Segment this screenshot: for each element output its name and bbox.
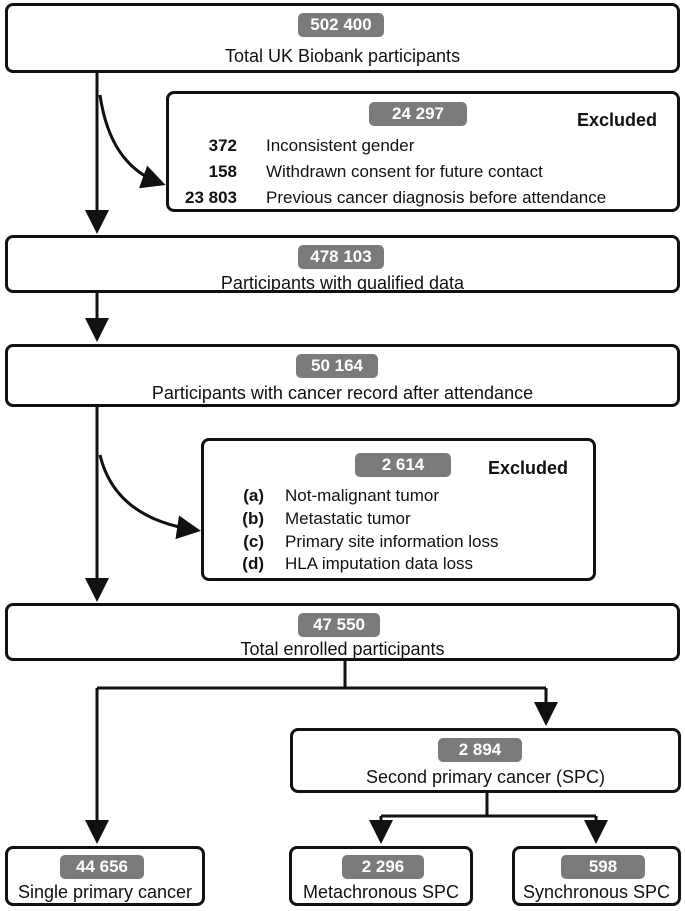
arrow-to-excluded1 [98,94,166,189]
cancer-record-label: Participants with cancer record after at… [151,383,534,403]
excluded1-row-count: 158 [208,162,237,181]
synchronous-count-badge: 598 [561,855,645,879]
total-label: Total UK Biobank participants [224,46,461,66]
spc-box: 2 894 Second primary cancer (SPC) [290,728,681,793]
excluded2-row-label: (d) [242,554,264,573]
excluded1-row-text: Withdrawn consent for future contact [266,162,543,181]
qualified-label: Participants with qualified data [220,273,465,293]
excluded2-row: (d) HLA imputation data loss [204,553,473,575]
arrow-to-excluded2 [98,454,201,540]
qualified-box: 478 103 Participants with qualified data [5,235,680,293]
excluded1-row: 158 Withdrawn consent for future contact [169,161,543,183]
excluded1-box: 24 297 Excluded 372 Inconsistent gender … [166,91,680,212]
excluded1-row: 23 803 Previous cancer diagnosis before … [169,187,606,209]
excluded1-row: 372 Inconsistent gender [169,135,415,157]
cancer-record-count-badge: 50 164 [296,354,378,378]
excluded2-row-text: Primary site information loss [285,532,499,551]
excluded1-row-count: 23 803 [185,188,237,207]
excluded2-row-label: (a) [243,486,264,505]
metachronous-box: 2 296 Metachronous SPC [289,846,473,906]
total-participants-box: 502 400 Total UK Biobank participants [5,3,680,73]
excluded1-row-count: 372 [208,136,237,155]
excluded2-row: (a) Not-malignant tumor [204,485,439,507]
excluded2-row: (c) Primary site information loss [204,531,498,553]
synchronous-box: 598 Synchronous SPC [512,846,681,906]
excluded2-row-text: Metastatic tumor [285,509,411,528]
single-count-badge: 44 656 [60,855,144,879]
total-count-badge: 502 400 [298,13,384,37]
metachronous-count-badge: 2 296 [342,855,424,879]
excluded2-row-text: HLA imputation data loss [285,554,474,573]
excluded2-box: 2 614 Excluded (a) Not-malignant tumor (… [201,438,596,581]
excluded2-title: Excluded [488,458,569,478]
enrolled-label: Total enrolled participants [240,639,445,659]
spc-label: Second primary cancer (SPC) [365,767,606,787]
enrolled-count-badge: 47 550 [298,613,380,637]
excluded1-row-text: Inconsistent gender [266,136,415,155]
excluded2-row-label: (c) [243,532,264,551]
metachronous-label: Metachronous SPC [302,882,460,902]
qualified-count-badge: 478 103 [298,245,384,269]
excluded1-count-badge: 24 297 [369,102,467,126]
excluded1-title: Excluded [577,110,658,130]
single-label: Single primary cancer [17,882,193,902]
synchronous-label: Synchronous SPC [522,882,671,902]
single-primary-box: 44 656 Single primary cancer [5,846,205,906]
enrolled-box: 47 550 Total enrolled participants [5,603,680,661]
spc-count-badge: 2 894 [438,738,522,762]
excluded2-row-label: (b) [242,509,264,528]
excluded2-count-badge: 2 614 [355,453,451,477]
excluded2-row-text: Not-malignant tumor [285,486,440,505]
cancer-record-box: 50 164 Participants with cancer record a… [5,344,680,407]
excluded1-row-text: Previous cancer diagnosis before attenda… [266,188,607,207]
excluded2-row: (b) Metastatic tumor [204,508,410,530]
